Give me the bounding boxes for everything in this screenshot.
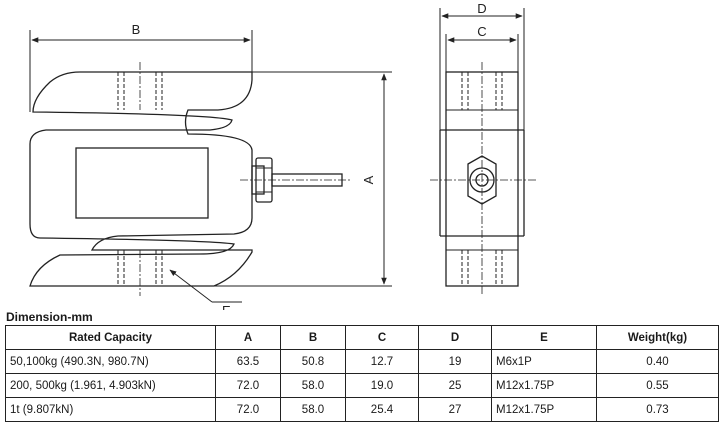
dimension-b bbox=[29, 30, 253, 112]
table-caption: Dimension-mm bbox=[6, 310, 93, 324]
header-a: A bbox=[215, 325, 281, 350]
dimension-d-label: D bbox=[477, 1, 486, 16]
dimension-d bbox=[439, 8, 525, 130]
cell-e: M6x1P bbox=[491, 349, 597, 374]
thread-hidden-lines-top bbox=[117, 72, 163, 110]
table-row: 200, 500kg (1.961, 4.903kN) 72.0 58.0 19… bbox=[5, 373, 719, 398]
header-c: C bbox=[345, 325, 419, 350]
cell-weight: 0.73 bbox=[596, 397, 719, 422]
front-view bbox=[29, 62, 352, 296]
cell-b: 58.0 bbox=[280, 397, 346, 422]
leader-e bbox=[169, 269, 242, 303]
dimension-a bbox=[214, 71, 392, 287]
table-header-row: Rated Capacity A B C D E Weight(kg) bbox=[5, 325, 719, 350]
cell-a: 63.5 bbox=[215, 349, 281, 374]
cell-a: 72.0 bbox=[215, 373, 281, 398]
s-beam-outline bbox=[29, 71, 253, 287]
cell-rated-capacity: 50,100kg (490.3N, 980.7N) bbox=[5, 349, 216, 374]
header-b: B bbox=[280, 325, 346, 350]
side-view bbox=[430, 62, 536, 296]
cell-d: 27 bbox=[418, 397, 492, 422]
gauge-window bbox=[75, 147, 209, 219]
dimension-a-label: A bbox=[361, 175, 376, 184]
dimension-c bbox=[445, 34, 519, 72]
dimension-b-label: B bbox=[132, 22, 141, 37]
load-cell-drawing: B A E D bbox=[29, 1, 536, 310]
cell-rated-capacity: 1t (9.807kN) bbox=[5, 397, 216, 422]
cell-b: 50.8 bbox=[280, 349, 346, 374]
header-d: D bbox=[418, 325, 492, 350]
cell-d: 19 bbox=[418, 349, 492, 374]
cell-rated-capacity: 200, 500kg (1.961, 4.903kN) bbox=[5, 373, 216, 398]
cell-a: 72.0 bbox=[215, 397, 281, 422]
header-weight: Weight(kg) bbox=[596, 325, 719, 350]
cell-b: 58.0 bbox=[280, 373, 346, 398]
cell-c: 25.4 bbox=[345, 397, 419, 422]
thread-hidden-lines-bottom bbox=[117, 250, 163, 286]
dimension-c-label: C bbox=[477, 24, 486, 39]
cell-e: M12x1.75P bbox=[491, 373, 597, 398]
leader-e-label: E bbox=[222, 303, 231, 310]
header-e: E bbox=[491, 325, 597, 350]
header-rated-capacity: Rated Capacity bbox=[5, 325, 216, 350]
cell-d: 25 bbox=[418, 373, 492, 398]
cell-e: M12x1.75P bbox=[491, 397, 597, 422]
cell-c: 19.0 bbox=[345, 373, 419, 398]
cell-weight: 0.40 bbox=[596, 349, 719, 374]
cell-c: 12.7 bbox=[345, 349, 419, 374]
cell-weight: 0.55 bbox=[596, 373, 719, 398]
side-thread-hidden-lines bbox=[461, 72, 503, 286]
table-row: 1t (9.807kN) 72.0 58.0 25.4 27 M12x1.75P… bbox=[5, 397, 719, 422]
dimension-table: Rated Capacity A B C D E Weight(kg) 50,1… bbox=[5, 325, 719, 422]
table-row: 50,100kg (490.3N, 980.7N) 63.5 50.8 12.7… bbox=[5, 349, 719, 374]
